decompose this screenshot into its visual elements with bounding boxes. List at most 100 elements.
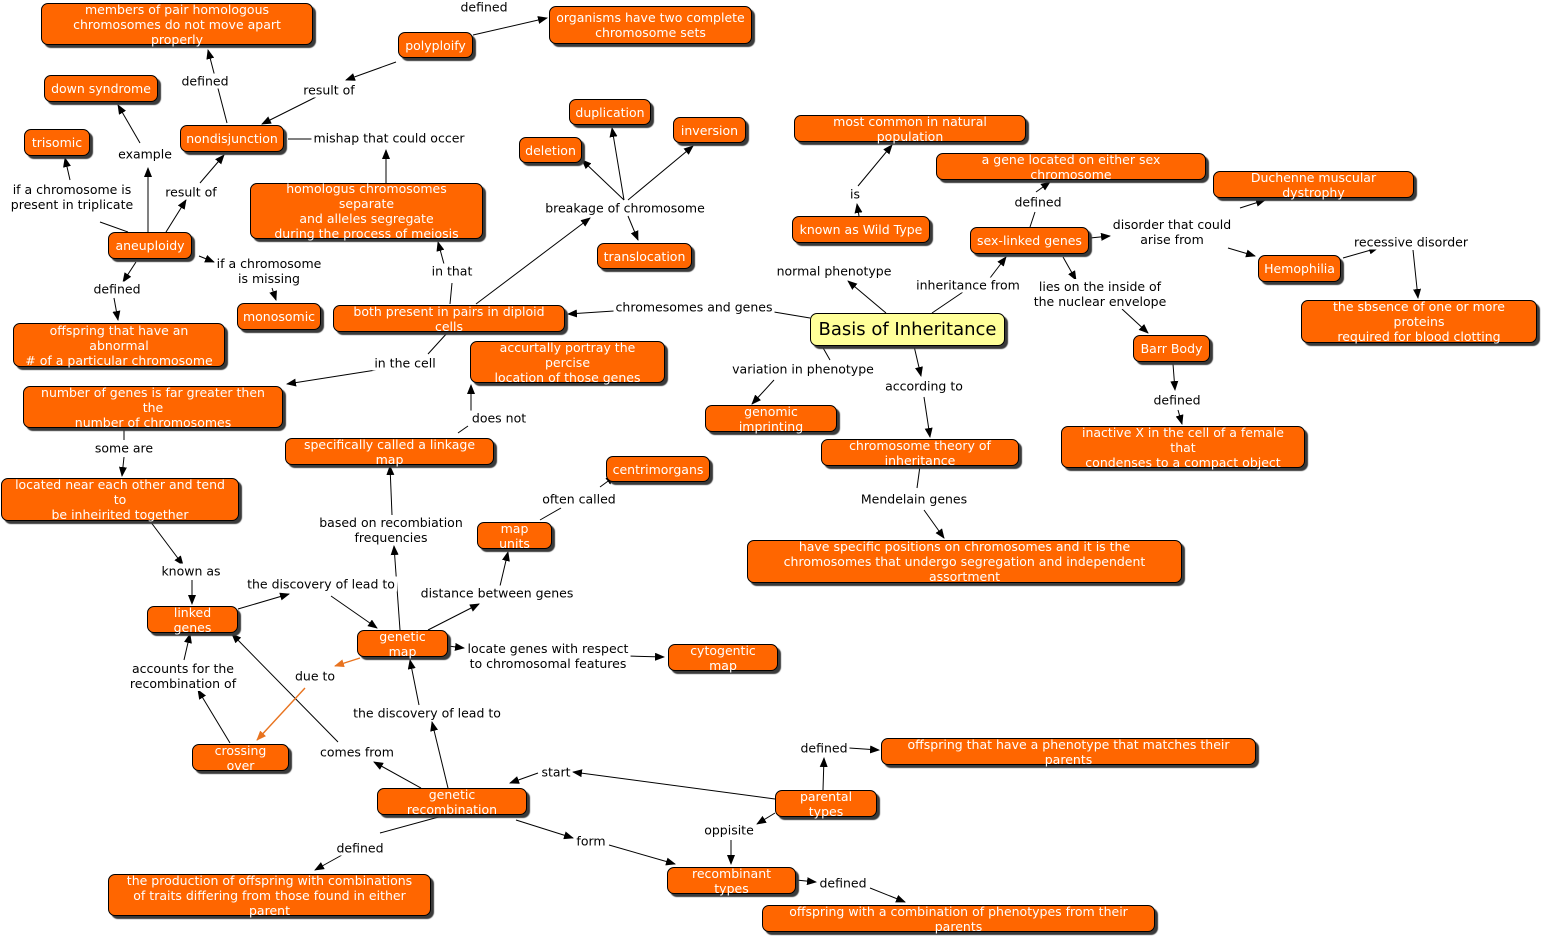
node-crossing-over[interactable]: crossing over (192, 743, 289, 773)
node-offspring-match[interactable]: offspring that have a phenotype that mat… (881, 737, 1256, 767)
node-monosomic[interactable]: monosomic (237, 303, 321, 330)
node-linked-genes[interactable]: linked genes (147, 605, 238, 635)
link-label-distance: distance between genes (418, 585, 576, 601)
connector-segment (390, 545, 401, 631)
connector-segment (430, 721, 449, 789)
link-label-variation-phenotype: variation in phenotype (730, 361, 876, 377)
connector-segment-due-to (334, 657, 361, 668)
node-centrimorgans[interactable]: centrimorgans (606, 456, 710, 482)
link-label-in-that: in that (429, 263, 475, 279)
node-production-offspring[interactable]: the production of offspring with combina… (108, 873, 431, 918)
connector-segment (627, 652, 665, 661)
connector-segment (913, 345, 923, 377)
node-homologus-separate[interactable]: homologus chromosomes separate and allel… (250, 181, 483, 241)
node-linkage-map[interactable]: specifically called a linkage map (285, 437, 494, 467)
link-label-based-on: based on recombiation frequencies (317, 515, 465, 545)
node-map-units[interactable]: map units (477, 521, 552, 551)
node-genetic-map[interactable]: genetic map (357, 629, 448, 659)
connector-segment (515, 819, 574, 840)
link-label-defined-recombinant: defined (817, 875, 869, 891)
node-translocation[interactable]: translocation (597, 243, 692, 269)
node-most-common[interactable]: most common in natural population (794, 114, 1026, 144)
node-duplication[interactable]: duplication (569, 99, 651, 125)
node-parental-types[interactable]: parental types (775, 789, 877, 819)
link-label-mendelain: Mendelain genes (858, 491, 970, 507)
connector-segment (407, 659, 420, 706)
node-basis-of-inheritance[interactable]: Basis of Inheritance (810, 313, 1005, 346)
node-wild-type[interactable]: known as Wild Type (792, 216, 930, 243)
connector-segment (475, 217, 591, 305)
link-label-defined-recombination: defined (334, 840, 386, 856)
link-label-in-the-cell: in the cell (372, 355, 438, 371)
connector-segment (386, 465, 395, 516)
node-hemophilia[interactable]: Hemophilia (1258, 255, 1341, 282)
node-genomic-imprinting[interactable]: genomic imprinting (705, 404, 837, 434)
node-recombinant-types[interactable]: recombinant types (667, 866, 796, 896)
link-label-form: form (574, 833, 608, 849)
connector-segment (286, 369, 377, 387)
connector-segment (609, 127, 625, 201)
link-label-does-not: does not (469, 410, 529, 426)
node-gene-sex-chromosome[interactable]: a gene located on either sex chromosome (936, 152, 1206, 182)
connector-segment (149, 520, 184, 566)
node-genes-greater[interactable]: number of genes is far greater then the … (23, 385, 283, 430)
connector-segment (237, 592, 290, 610)
node-organisms-two-sets[interactable]: organisms have two complete chromosome s… (549, 6, 752, 44)
connector-segment (857, 144, 893, 187)
connector-segment (1227, 247, 1256, 258)
link-label-if-triplicate: if a chromosome is present in triplicate (8, 182, 136, 212)
node-down-syndrome[interactable]: down syndrome (44, 75, 158, 102)
node-genetic-recombination[interactable]: genetic recombination (377, 787, 527, 817)
connector-segment (198, 254, 215, 263)
connector-segment (1062, 256, 1077, 281)
node-abnormal-offspring[interactable]: offspring that have an abnormal # of a p… (13, 323, 225, 368)
node-members-not-apart[interactable]: members of pair homologous chromosomes d… (41, 2, 313, 47)
node-polyploidy[interactable]: polyploify (398, 32, 473, 58)
node-duchenne[interactable]: Duchenne muscular dystrophy (1213, 170, 1414, 200)
link-label-disorder-arise: disorder that could arise from (1110, 217, 1234, 247)
link-label-discovery-bottom: the discovery of lead to (351, 705, 503, 721)
connector-segment (756, 812, 776, 825)
node-cytogenetic-map[interactable]: cytogentic map (668, 643, 778, 673)
node-chromosome-theory[interactable]: chromosome theory of inheritance (821, 438, 1019, 468)
link-label-defined-barr: defined (1151, 392, 1203, 408)
link-label-result-of-aneuploidy: result of (163, 184, 219, 200)
link-label-accounts-for: accounts for the recombination of (127, 661, 239, 691)
link-label-result-of-polyploidy: result of (301, 82, 357, 98)
node-inactive-x[interactable]: inactive X in the cell of a female that … (1061, 425, 1305, 470)
connector-segment (1170, 363, 1179, 391)
node-offspring-combination[interactable]: offspring with a combination of phenotyp… (762, 904, 1155, 934)
node-aneuploidy[interactable]: aneuploidy (108, 232, 192, 259)
node-sex-linked[interactable]: sex-linked genes (970, 227, 1089, 254)
node-barr-body[interactable]: Barr Body (1133, 335, 1210, 362)
link-label-chromosomes-genes: chromesomes and genes (613, 299, 775, 315)
link-label-mishap: mishap that could occer (311, 130, 467, 146)
node-accurately[interactable]: accurtally portray the percise location … (470, 340, 665, 385)
connector-segment (1029, 211, 1036, 228)
connector-segment (261, 96, 317, 125)
connector-segment (821, 345, 831, 361)
connector-segment (509, 772, 539, 784)
node-deletion[interactable]: deletion (519, 137, 582, 163)
connector-segment (1342, 246, 1379, 259)
connector-segment (436, 241, 445, 265)
connector-segment (373, 761, 422, 789)
connector-segment (847, 280, 887, 314)
node-absence-proteins[interactable]: the sbsence of one or more proteins requ… (1301, 299, 1537, 344)
connector-segment (457, 425, 469, 434)
node-both-present[interactable]: both present in pairs in diploid cells (333, 304, 565, 334)
link-label-oppisite: oppisite (702, 822, 756, 838)
connector-segment (989, 256, 1007, 279)
node-near-each-other[interactable]: located near each other and tend to be i… (1, 477, 239, 522)
connector-segment (627, 215, 639, 241)
link-label-discovery-top: the discovery of lead to (245, 576, 397, 592)
node-nondisjunction[interactable]: nondisjunction (180, 125, 284, 152)
link-label-lies-inside: lies on the inside of the nuclear envelo… (1031, 279, 1169, 309)
connector-segment (165, 199, 187, 233)
node-specific-positions[interactable]: have specific positions on chromosomes a… (747, 539, 1182, 584)
node-trisomic[interactable]: trisomic (24, 129, 90, 156)
connector-segment (1175, 409, 1184, 425)
node-inversion[interactable]: inversion (673, 117, 746, 143)
connector-segment (427, 331, 449, 355)
